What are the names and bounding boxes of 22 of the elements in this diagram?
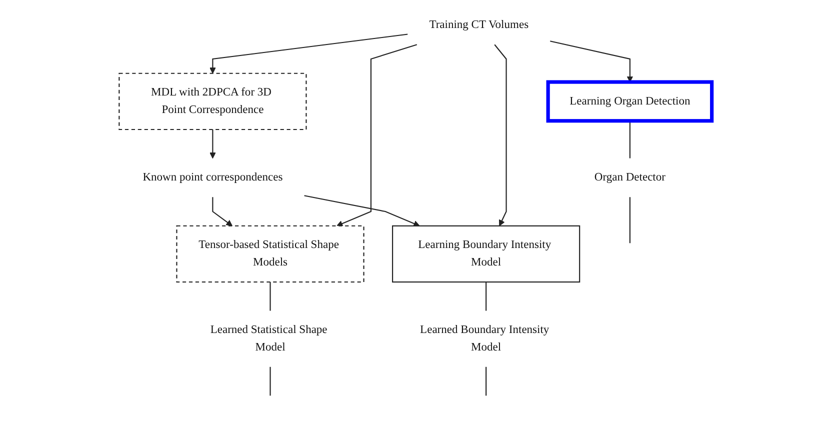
connector — [629, 197, 630, 244]
connector — [629, 120, 630, 158]
arrow — [336, 44, 418, 227]
connector — [270, 366, 271, 396]
arrow — [494, 44, 507, 226]
arrow — [210, 130, 216, 159]
node-box: Tensor-based Statistical Shape Models — [176, 225, 364, 283]
arrow — [210, 34, 408, 74]
connector — [486, 366, 487, 396]
node-text: Learned Statistical Shape Model — [210, 324, 328, 354]
node-box: MDL with 2DPCA for 3D Point Correspondence — [118, 72, 307, 130]
node-box: Learning Boundary Intensity Model — [392, 225, 580, 283]
arrow — [304, 195, 420, 227]
node-text: Learned Boundary Intensity Model — [420, 324, 550, 354]
node-box: Learning Organ Detection — [546, 80, 714, 123]
arrow — [550, 40, 634, 82]
arrow — [212, 197, 232, 226]
node-text: Known point correspondences — [142, 171, 283, 184]
connector — [270, 282, 271, 311]
connector — [486, 282, 487, 311]
node-text: Organ Detector — [594, 171, 666, 184]
node-text: Training CT Volumes — [429, 18, 529, 31]
